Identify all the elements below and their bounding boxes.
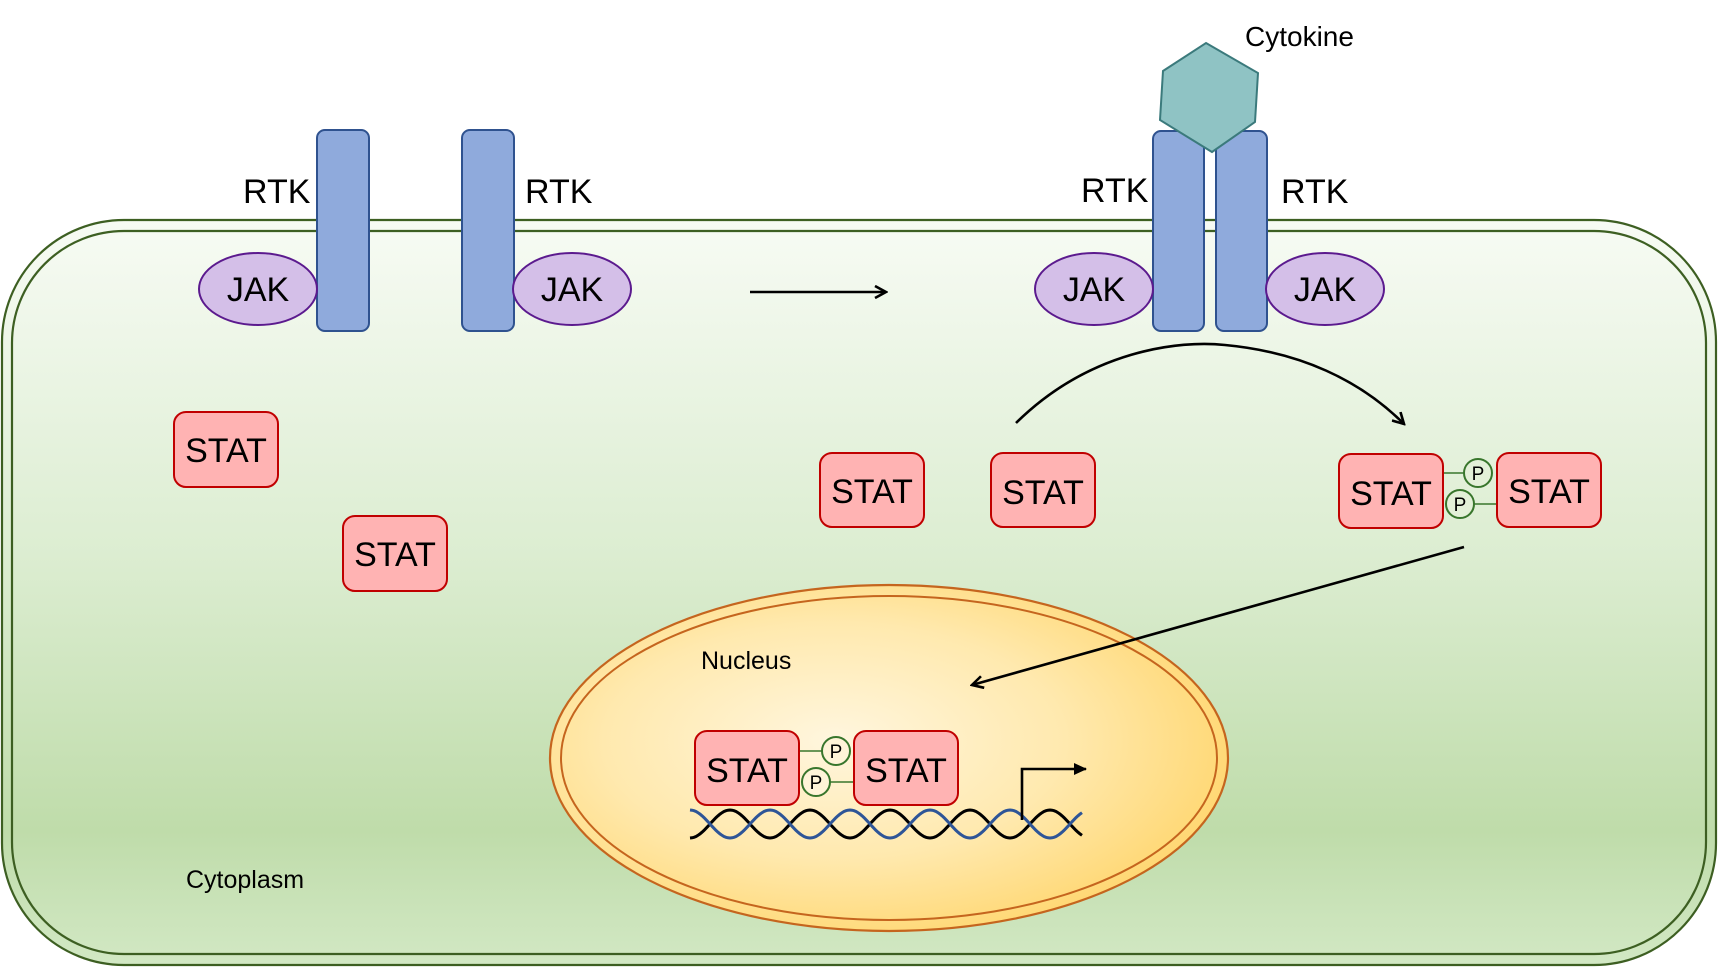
stat-label: STAT [865, 752, 947, 790]
stat-protein: STAT [990, 452, 1096, 528]
stat-box [173, 411, 279, 488]
dna-helix [689, 808, 1083, 840]
jak-kinase [512, 252, 632, 326]
phosphate-group [1445, 489, 1475, 519]
phosphate-label: P [810, 773, 823, 794]
stat-box [819, 452, 925, 528]
jak-label: JAK [1063, 271, 1126, 309]
nucleus: Nucleus STAT STAT P P [548, 583, 1230, 933]
cytokine-ligand: Cytokine [1158, 21, 1354, 154]
stat-protein: STAT [819, 452, 925, 528]
stat-dimer-cytoplasm: STAT STAT P P [1338, 452, 1602, 529]
cytokine-label: Cytokine [1245, 21, 1354, 52]
stat-box [1338, 453, 1444, 529]
stat-protein: STAT [342, 515, 448, 592]
cytokine-hexagon [1158, 41, 1260, 154]
transcription-start-arrow [1020, 763, 1087, 820]
dna-strand [689, 808, 1083, 840]
jak-kinase [198, 252, 318, 326]
cell-inner-membrane [10, 229, 1708, 956]
phosphate-group [1463, 458, 1493, 488]
inactive-receptor-right: RTK JAK [461, 129, 632, 332]
stat-label: STAT [185, 432, 267, 470]
stat-box [342, 515, 448, 592]
jak-label: JAK [227, 271, 290, 309]
stat-dimer-nucleus: STAT STAT P P [694, 730, 959, 806]
phosphorylation-arrow [1015, 342, 1404, 424]
rtk-receptor [1152, 130, 1205, 332]
stat-box [1496, 452, 1602, 528]
stat-protein: STAT [173, 411, 279, 488]
phosphate-group [821, 736, 851, 766]
stat-label: STAT [1508, 473, 1590, 511]
stat-box [853, 730, 959, 806]
jak-label: JAK [1294, 271, 1357, 309]
phosphate-label: P [1472, 464, 1485, 485]
translocation-arrow [972, 545, 1465, 685]
stat-box [990, 452, 1096, 528]
stat-label: STAT [1350, 475, 1432, 513]
jak-kinase [1265, 252, 1385, 326]
inactive-receptor-left: RTK JAK [198, 129, 370, 332]
jak-kinase [1034, 252, 1154, 326]
nuclear-envelope-inner [560, 595, 1218, 921]
stat-box [694, 730, 800, 806]
rtk-receptor [461, 129, 515, 332]
rtk-label: RTK [243, 173, 311, 211]
rtk-receptor [1215, 130, 1268, 332]
stat-label: STAT [831, 473, 913, 511]
dna-strand [689, 808, 1083, 840]
stat-label: STAT [1002, 474, 1084, 512]
rtk-label: RTK [1081, 172, 1149, 210]
rtk-label: RTK [525, 173, 593, 211]
phosphate-group [801, 767, 831, 797]
phosphate-label: P [1454, 495, 1467, 516]
active-receptor-right: RTK JAK [1215, 130, 1385, 332]
stat-label: STAT [354, 536, 436, 574]
rtk-receptor [316, 129, 370, 332]
stat-label: STAT [706, 752, 788, 790]
nucleus-label: Nucleus [701, 647, 791, 675]
jak-label: JAK [541, 271, 604, 309]
cytoplasm-label: Cytoplasm [186, 866, 304, 894]
phosphate-label: P [830, 742, 843, 763]
rtk-label: RTK [1281, 173, 1349, 211]
